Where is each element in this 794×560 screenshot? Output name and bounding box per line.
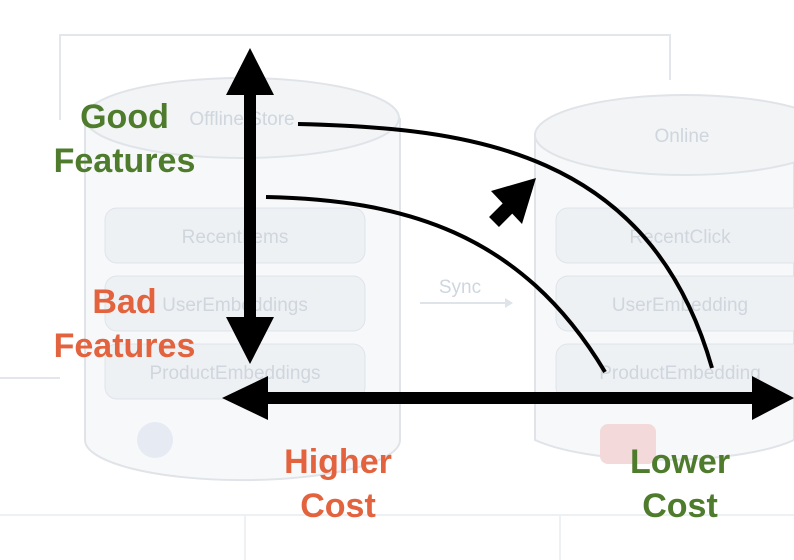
background-connector-top <box>59 34 671 120</box>
sync-arrowhead <box>505 298 513 308</box>
horizontal-arrow-left-head <box>222 376 268 420</box>
bad-features-line-1: Bad <box>92 283 157 321</box>
bad-features-line-2: Features <box>53 327 196 365</box>
improvement-arrow-head <box>491 178 536 224</box>
offline-item-recent-items: RecentItems <box>182 227 289 248</box>
online-item-recent-click: RecentClick <box>629 227 731 248</box>
higher-cost-label: Higher Cost <box>258 440 418 528</box>
online-item-boxes <box>555 207 794 400</box>
vertical-arrow-down-head <box>226 317 274 364</box>
lower-cost-line-1: Lower <box>629 443 731 481</box>
online-store-label: Online <box>655 126 710 147</box>
online-item-user-embedding: UserEmbedding <box>612 295 748 316</box>
online-item-product-embedding: ProductEmbedding <box>599 363 761 384</box>
online-db-icon <box>600 424 656 464</box>
tradeoff-curve-inner <box>265 195 607 374</box>
offline-item-user-embeddings: UserEmbeddings <box>162 295 308 316</box>
bad-features-label: Bad Features <box>42 280 207 368</box>
offline-item-product-embeddings: ProductEmbeddings <box>149 363 320 384</box>
higher-cost-line-1: Higher <box>284 443 392 481</box>
lower-cost-label: Lower Cost <box>600 440 760 528</box>
tradeoff-curve-outer <box>297 122 714 369</box>
higher-cost-line-2: Cost <box>300 487 376 525</box>
good-features-label: Good Features <box>42 95 207 183</box>
lower-cost-line-2: Cost <box>642 487 718 525</box>
offline-store-label: Offline Store <box>189 109 294 130</box>
good-features-line-1: Good <box>80 98 169 136</box>
horizontal-arrow-right-head <box>752 376 794 420</box>
sync-label: Sync <box>439 277 481 298</box>
offline-item-boxes <box>104 207 366 400</box>
vertical-arrow-up-head <box>226 48 274 95</box>
good-features-line-2: Features <box>53 142 196 180</box>
offline-db-icon <box>137 422 173 458</box>
